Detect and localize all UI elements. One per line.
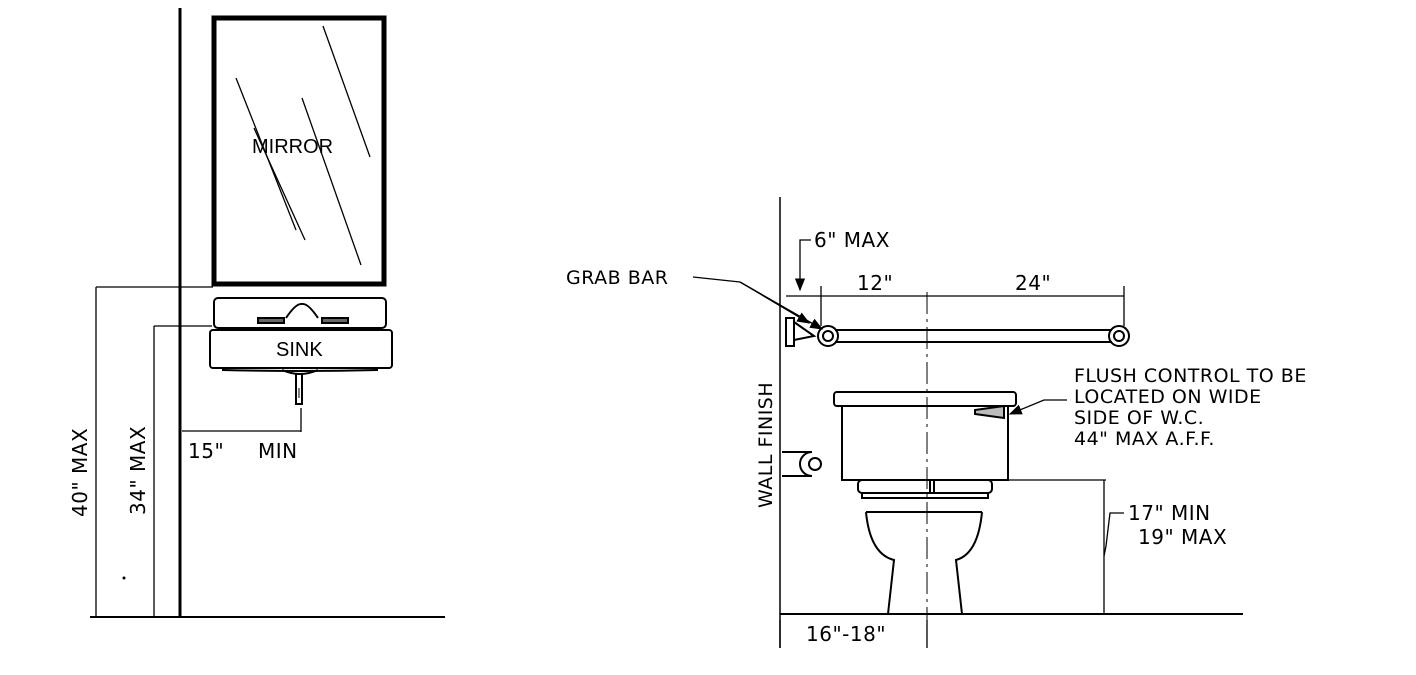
stray-dot	[122, 576, 126, 580]
toilet-seat	[857, 479, 993, 499]
six-max-label: 6" MAX	[814, 228, 890, 252]
grab-bar-rear	[817, 325, 1130, 347]
flush-control-note: FLUSH CONTROL TO BE LOCATED ON WIDE SIDE…	[1074, 365, 1307, 450]
grab-bar-label: GRAB BAR	[566, 267, 668, 289]
mirror-frame	[211, 15, 387, 287]
dimension-15-min	[182, 408, 302, 432]
toilet-paper-holder	[782, 451, 822, 477]
dimension-centerline	[779, 620, 928, 648]
dimension-34-max	[153, 325, 212, 617]
toilet-elevation	[692, 197, 1243, 648]
mirror-glare-lines	[235, 25, 371, 266]
sink-label: SINK	[276, 339, 323, 361]
flush-note-line-2: LOCATED ON WIDE	[1074, 386, 1262, 408]
dimension-grab-bar	[786, 239, 1125, 326]
flush-note-line-3: SIDE OF W.C.	[1074, 407, 1204, 429]
twentyfour-label: 24"	[1015, 271, 1051, 295]
dimension-seat-height	[1002, 479, 1124, 614]
dimension-40-max	[95, 286, 213, 617]
sink-elevation	[90, 8, 445, 618]
centerline-label: 16"-18"	[806, 622, 886, 646]
toilet-bowl	[865, 511, 983, 615]
grab-bar-side	[785, 317, 817, 347]
toilet-tank	[833, 391, 1017, 481]
dim-34-label: 34" MAX	[126, 426, 150, 515]
flush-note-line-4: 44" MAX A.F.F.	[1074, 428, 1215, 450]
flush-leader	[1008, 399, 1067, 415]
dim-min-label: MIN	[258, 439, 298, 463]
grab-bar-leader	[692, 276, 824, 330]
twelve-label: 12"	[857, 271, 893, 295]
flush-note-line-1: FLUSH CONTROL TO BE	[1074, 365, 1307, 387]
dim-15-label: 15"	[188, 439, 224, 463]
dim-40-label: 40" MAX	[68, 428, 92, 517]
seat-max-label: 19" MAX	[1138, 525, 1227, 549]
seat-min-label: 17" MIN	[1128, 501, 1211, 525]
sink	[209, 297, 393, 405]
wall-finish-label: WALL FINISH	[755, 382, 777, 508]
mirror-label: MIRROR	[252, 136, 333, 158]
